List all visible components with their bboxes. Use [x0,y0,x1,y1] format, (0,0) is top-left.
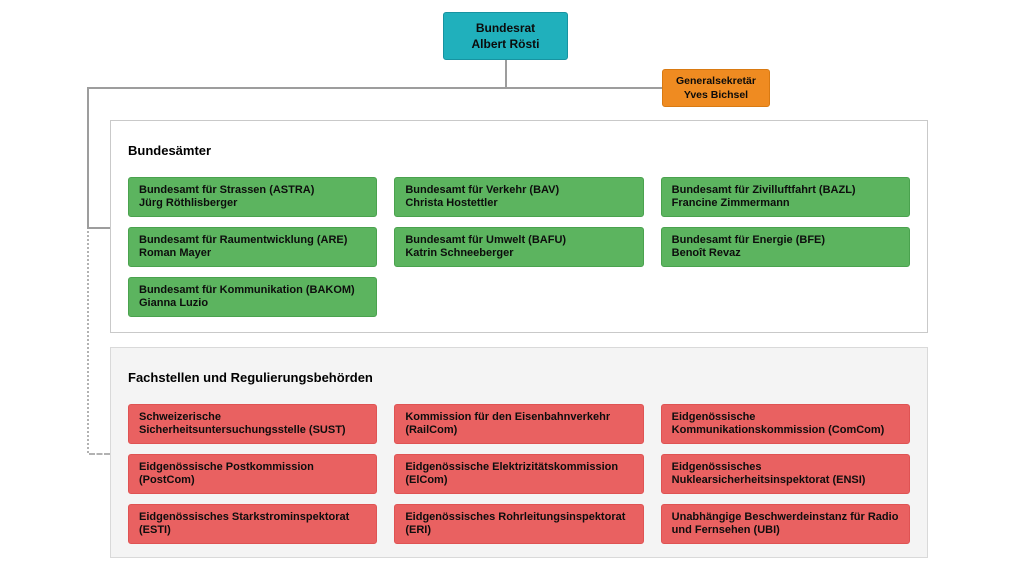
person-label: Christa Hostettler [405,197,498,209]
connector-dashed-horizontal [89,453,110,455]
connector-left-vertical [87,87,89,229]
person-label: Francine Zimmermann [671,197,790,209]
org-box: Bundesamt für Zivilluftfahrt (BAZL)Franc… [660,177,910,217]
connector-offices-horizontal [89,227,110,229]
org-box: Bundesamt für Energie (BFE)Benoît Revaz [660,227,910,267]
bundesaemter-heading: Bundesämter [128,143,212,158]
bundesaemter-grid: Bundesamt für Strassen (ASTRA)Jürg Röthl… [128,177,910,317]
org-box: Eidgenössisches Rohrleitungsinspektorat … [394,504,644,544]
org-label: Bundesamt für Umwelt (BAFU) [405,233,567,246]
bundesaemter-panel: Bundesämter Bundesamt für Strassen (ASTR… [110,120,928,333]
org-label: Bundesamt für Kommunikation (BAKOM) [139,283,355,296]
org-label: Schweizerische Sicherheitsuntersuchungss… [139,410,346,437]
org-label: Eidgenössisches Rohrleitungsinspektorat … [405,510,626,537]
bundesrat-person: Albert Rösti [471,37,540,51]
generalsekretaer-title: Generalsekretär [676,75,756,87]
org-box: Bundesamt für Verkehr (BAV)Christa Hoste… [394,177,644,217]
org-label: Eidgenössische Postkommission (PostCom) [139,460,314,487]
org-box: Bundesamt für Kommunikation (BAKOM)Giann… [128,277,378,317]
bundesrat-title: Bundesrat [475,21,536,35]
org-label: Eidgenössisches Nuklearsicherheitsinspek… [671,460,866,487]
org-box: Eidgenössisches Nuklearsicherheitsinspek… [660,454,910,494]
org-label: Bundesamt für Energie (BFE) [671,233,826,246]
generalsekretaer-node: Generalsekretär Yves Bichsel [662,69,770,107]
org-box: Eidgenössisches Starkstrominspektorat (E… [128,504,378,544]
org-label: Eidgenössische Elektrizitätskommission (… [405,460,619,487]
org-box: Bundesamt für Strassen (ASTRA)Jürg Röthl… [128,177,378,217]
person-label: Roman Mayer [139,247,212,259]
org-label: Bundesamt für Raumentwicklung (ARE) [139,233,348,246]
org-box: Bundesamt für Raumentwicklung (ARE)Roman… [128,227,378,267]
org-box: Bundesamt für Umwelt (BAFU)Katrin Schnee… [394,227,644,267]
org-label: Bundesamt für Verkehr (BAV) [405,183,560,196]
connector-main-horizontal [87,87,663,89]
bundesrat-node: Bundesrat Albert Rösti [443,12,568,60]
connector-root-vertical [505,60,507,88]
fachstellen-grid: Schweizerische Sicherheitsuntersuchungss… [128,404,910,544]
person-label: Katrin Schneeberger [405,247,514,259]
org-label: Unabhängige Beschwerdeinstanz für Radio … [671,510,899,537]
person-label: Benoît Revaz [671,247,741,259]
fachstellen-heading: Fachstellen und Regulierungsbehörden [128,370,373,385]
generalsekretaer-person: Yves Bichsel [683,89,749,101]
org-box: Eidgenössische Kommunikationskommission … [660,404,910,444]
person-label: Gianna Luzio [139,297,209,309]
org-box: Unabhängige Beschwerdeinstanz für Radio … [660,504,910,544]
org-box: Schweizerische Sicherheitsuntersuchungss… [128,404,378,444]
org-label: Bundesamt für Strassen (ASTRA) [139,183,315,196]
org-box: Kommission für den Eisenbahnverkehr (Rai… [394,404,644,444]
org-label: Kommission für den Eisenbahnverkehr (Rai… [405,410,611,437]
person-label: Jürg Röthlisberger [139,197,238,209]
connector-dotted-vertical [87,231,89,453]
org-label: Bundesamt für Zivilluftfahrt (BAZL) [671,183,856,196]
org-box: Eidgenössische Elektrizitätskommission (… [394,454,644,494]
fachstellen-panel: Fachstellen und Regulierungsbehörden Sch… [110,347,928,558]
org-label: Eidgenössische Kommunikationskommission … [671,410,885,437]
org-label: Eidgenössisches Starkstrominspektorat (E… [139,510,350,537]
org-box: Eidgenössische Postkommission (PostCom) [128,454,378,494]
